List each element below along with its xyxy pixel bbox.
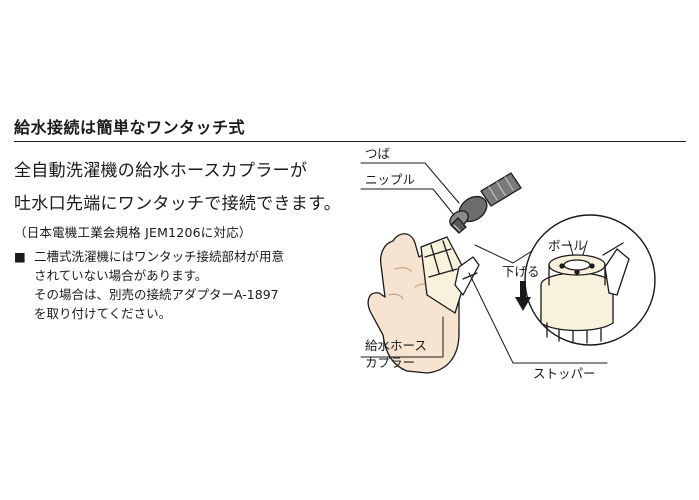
label-tsuba: つば <box>365 146 391 161</box>
notice-line-2: されていない場合があります。 <box>34 268 208 283</box>
hose-drawing <box>480 172 522 207</box>
connection-illustration: つば ニップル ボール 下げる 給水ホース カプラー ストッパー <box>355 145 695 390</box>
lead-line-2: 吐水口先端にワンタッチで接続できます。 <box>14 194 341 214</box>
notice-line-1: 二槽式洗濯機にはワンタッチ接続部材が用意 <box>34 249 285 264</box>
label-ball: ボール <box>548 238 586 253</box>
magnified-detail <box>524 214 656 346</box>
coupler-drawing <box>420 236 480 314</box>
label-stopper: ストッパー <box>533 366 596 381</box>
notice-line-4: を取り付けてください。 <box>34 306 172 321</box>
notice-text: 二槽式洗濯機にはワンタッチ接続部材が用意 されていない場合があります。 その場合… <box>34 247 284 323</box>
label-push-down: 下げる <box>502 264 540 279</box>
heading-rule <box>14 141 686 142</box>
label-hose-coupler: 給水ホース カプラー <box>365 337 427 371</box>
notice-line-3: その場合は、別売の接続アダプターA-1897 <box>34 287 279 302</box>
down-arrow-icon <box>515 281 531 311</box>
label-nipple: ニップル <box>365 172 416 187</box>
section-heading: 給水接続は簡単なワンタッチ式 <box>14 118 246 137</box>
standard-note: （日本電機工業会規格 JEM1206に対応） <box>14 225 252 240</box>
lead-line-1: 全自動洗濯機の給水ホースカプラーが <box>14 161 308 181</box>
notice: ■ 二槽式洗濯機にはワンタッチ接続部材が用意 されていない場合があります。 その… <box>14 247 284 323</box>
illustration-svg <box>360 162 656 374</box>
leader-lines <box>360 162 608 364</box>
notice-bullet: ■ <box>14 249 26 264</box>
label-hose-line-2: カプラー <box>365 355 416 370</box>
label-hose-line-1: 給水ホース <box>365 338 427 353</box>
